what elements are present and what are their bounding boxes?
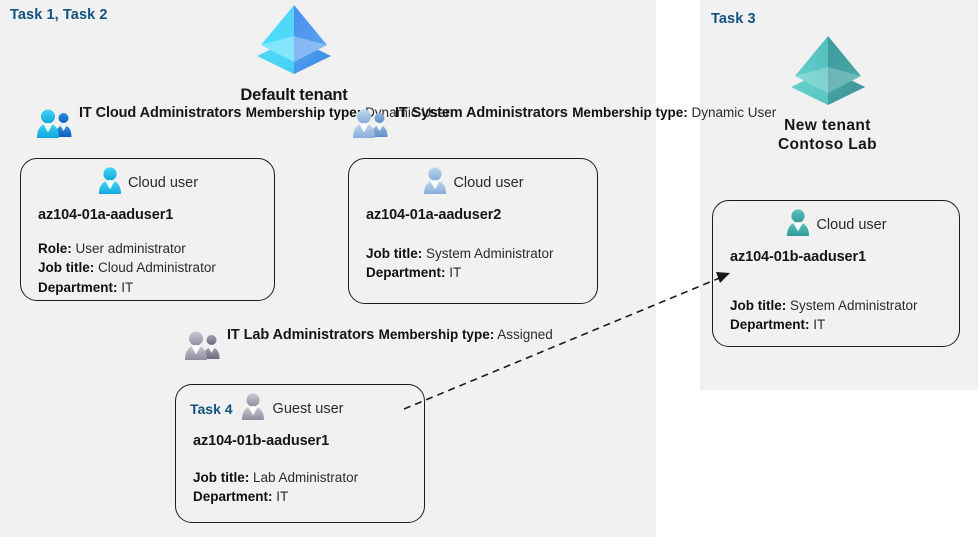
cloud-user-icon bbox=[422, 166, 448, 199]
property-job-title: Job title: Cloud Administrator bbox=[38, 258, 274, 277]
property-label: Department: bbox=[730, 317, 810, 333]
user-kind-label: Cloud user bbox=[127, 174, 199, 191]
username: az104-01b-aaduser1 bbox=[193, 433, 330, 449]
azure-tenant-icon bbox=[228, 2, 360, 81]
tenant-new-name-line2: Contoso Lab bbox=[777, 136, 878, 154]
property-department: Department: IT bbox=[730, 315, 959, 334]
membership-type-value: Dynamic User bbox=[691, 105, 777, 120]
tenant-default-name: Default tenant bbox=[240, 86, 348, 104]
card-header: Task 4 Guest user bbox=[176, 392, 424, 425]
membership-type-value: Assigned bbox=[497, 327, 553, 342]
group-it-cloud-administrators: IT Cloud Administrators Membership type:… bbox=[36, 103, 450, 144]
property-value: IT bbox=[449, 265, 462, 281]
username: az104-01a-aaduser2 bbox=[366, 207, 502, 223]
property-label: Role: bbox=[38, 241, 72, 256]
property-value: IT bbox=[276, 489, 289, 505]
membership-type-value: Dynamic User bbox=[365, 105, 450, 120]
task-label-4: Task 4 bbox=[190, 400, 233, 417]
property-label: Job title: bbox=[193, 470, 250, 485]
membership-type-label: Membership type: bbox=[378, 327, 495, 342]
card-properties: Job title: System Administrator Departme… bbox=[349, 244, 597, 283]
tenant-default: Default tenant bbox=[228, 2, 360, 106]
membership-type-label: Membership type: bbox=[245, 105, 362, 120]
username: az104-01a-aaduser1 bbox=[38, 207, 174, 223]
membership-type-label: Membership type: bbox=[572, 105, 688, 120]
property-value: IT bbox=[121, 279, 134, 295]
property-job-title: Job title: Lab Administrator bbox=[193, 468, 424, 487]
cloud-user-icon bbox=[785, 208, 811, 241]
property-value: User administrator bbox=[75, 241, 186, 256]
user-group-icon bbox=[352, 107, 390, 144]
property-value: Cloud Administrator bbox=[98, 260, 216, 276]
property-label: Department: bbox=[193, 489, 273, 505]
property-job-title: Job title: System Administrator bbox=[730, 296, 959, 315]
user-card-aaduser1: Cloud user az104-01a-aaduser1 Role: User… bbox=[20, 158, 275, 301]
group-membership-type: Membership type: Assigned bbox=[379, 327, 553, 342]
group-it-system-administrators: IT System Administrators Membership type… bbox=[352, 103, 776, 144]
property-department: Department: IT bbox=[38, 278, 274, 297]
guest-user-icon bbox=[240, 392, 266, 425]
task-label-1-2: Task 1, Task 2 bbox=[10, 7, 108, 23]
group-membership-type: Membership type: Dynamic User bbox=[572, 105, 776, 120]
group-name: IT Lab Administrators bbox=[227, 327, 375, 343]
property-label: Job title: bbox=[38, 260, 95, 276]
property-department: Department: IT bbox=[366, 263, 597, 282]
property-role: Role: User administrator bbox=[38, 239, 274, 258]
card-header: Cloud user bbox=[713, 208, 959, 241]
group-name: IT Cloud Administrators bbox=[79, 105, 242, 121]
azure-tenant-icon bbox=[745, 33, 910, 112]
cloud-user-icon bbox=[97, 166, 123, 199]
property-value: IT bbox=[813, 317, 826, 333]
property-label: Job title: bbox=[730, 298, 787, 313]
group-membership-type: Membership type: Dynamic User bbox=[246, 105, 450, 120]
user-kind-label: Cloud user bbox=[816, 216, 887, 233]
property-job-title: Job title: System Administrator bbox=[366, 244, 597, 263]
card-header: Cloud user bbox=[21, 166, 274, 199]
user-card-new-tenant: Cloud user az104-01b-aaduser1 Job title:… bbox=[712, 200, 960, 347]
username: az104-01b-aaduser1 bbox=[730, 249, 867, 265]
user-kind-label: Cloud user bbox=[453, 174, 524, 191]
user-card-lab-guest: Task 4 Guest user az104-01b-aaduser1 Job… bbox=[175, 384, 425, 523]
property-label: Department: bbox=[366, 265, 446, 281]
task-label-3: Task 3 bbox=[711, 11, 756, 27]
tenant-new: New tenant Contoso Lab bbox=[745, 33, 910, 155]
group-it-lab-administrators: IT Lab Administrators Membership type: A… bbox=[184, 325, 553, 366]
property-value: System Administrator bbox=[426, 246, 554, 261]
tenant-new-name-line1: New tenant bbox=[784, 117, 871, 134]
left-tenant-panel bbox=[0, 0, 656, 537]
card-properties: Job title: Lab Administrator Department:… bbox=[176, 468, 424, 507]
card-properties: Job title: System Administrator Departme… bbox=[713, 296, 959, 335]
group-name: IT System Administrators bbox=[395, 105, 568, 121]
card-header: Cloud user bbox=[349, 166, 597, 199]
user-kind-label: Guest user bbox=[272, 400, 344, 417]
property-value: Lab Administrator bbox=[253, 470, 359, 485]
user-group-icon bbox=[184, 329, 222, 366]
card-properties: Role: User administrator Job title: Clou… bbox=[21, 239, 274, 297]
property-label: Department: bbox=[38, 279, 118, 295]
property-department: Department: IT bbox=[193, 487, 424, 506]
property-label: Job title: bbox=[366, 246, 423, 261]
property-value: System Administrator bbox=[790, 298, 918, 313]
user-group-icon bbox=[36, 107, 74, 144]
user-card-aaduser2: Cloud user az104-01a-aaduser2 Job title:… bbox=[348, 158, 598, 304]
